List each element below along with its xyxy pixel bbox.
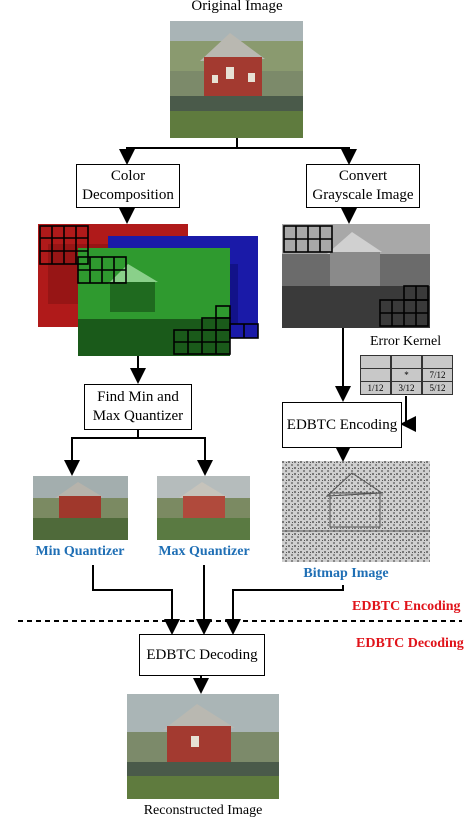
min-quantizer-image [33, 476, 128, 540]
arrow-to-color-decomposition [119, 138, 238, 165]
rgb-planes [38, 224, 259, 356]
bitmap-image [282, 461, 430, 562]
bitmap-image-label: Bitmap Image [303, 566, 389, 581]
arrow-to-max-quantizer [138, 437, 213, 476]
arrow-to-min-quantizer [64, 430, 139, 476]
encoding-section-label: EDBTC Encoding [352, 599, 461, 614]
min-quantizer-label: Min Quantizer [35, 544, 125, 559]
grayscale-image [282, 224, 430, 328]
find-min-max-line2: Max Quantizer [92, 408, 184, 424]
color-decomposition-box: Color Decomposition [76, 164, 180, 208]
kernel-cell: * [391, 368, 422, 382]
convert-grayscale-line1: Convert [338, 168, 388, 184]
arrow-bitmap-to-decoding [225, 585, 344, 635]
kernel-cell: 3/12 [391, 381, 422, 395]
convert-grayscale-box: Convert Grayscale Image [306, 164, 420, 208]
kernel-cell: 7/12 [422, 368, 453, 382]
edbtc-encoding-box: EDBTC Encoding [282, 402, 402, 448]
reconstructed-image-label: Reconstructed Image [143, 803, 263, 818]
arrow-to-convert-grayscale [237, 147, 357, 165]
kernel-cell [422, 355, 453, 369]
kernel-cell: 1/12 [360, 381, 391, 395]
arrow-kernel-to-encoding [400, 396, 416, 432]
error-kernel-grid: * 7/12 1/12 3/12 5/12 [360, 355, 453, 395]
arrow-min-to-decoding [92, 565, 180, 635]
max-quantizer-image [157, 476, 250, 540]
color-decomposition-line1: Color [110, 168, 146, 184]
kernel-cell [391, 355, 422, 369]
find-min-max-line1: Find Min and [97, 389, 179, 405]
decoding-section-label: EDBTC Decoding [356, 636, 464, 651]
kernel-cell: 5/12 [422, 381, 453, 395]
reconstructed-image [127, 694, 279, 799]
find-min-max-box: Find Min and Max Quantizer [84, 384, 192, 430]
color-decomposition-line2: Decomposition [82, 187, 174, 203]
edbtc-decoding-box: EDBTC Decoding [139, 634, 265, 676]
max-quantizer-label: Max Quantizer [158, 544, 250, 559]
convert-grayscale-line2: Grayscale Image [312, 187, 414, 203]
kernel-cell [360, 355, 391, 369]
error-kernel-title: Error Kernel [370, 334, 442, 349]
kernel-cell [360, 368, 391, 382]
original-image [170, 21, 303, 138]
original-image-label: Original Image [191, 0, 283, 14]
